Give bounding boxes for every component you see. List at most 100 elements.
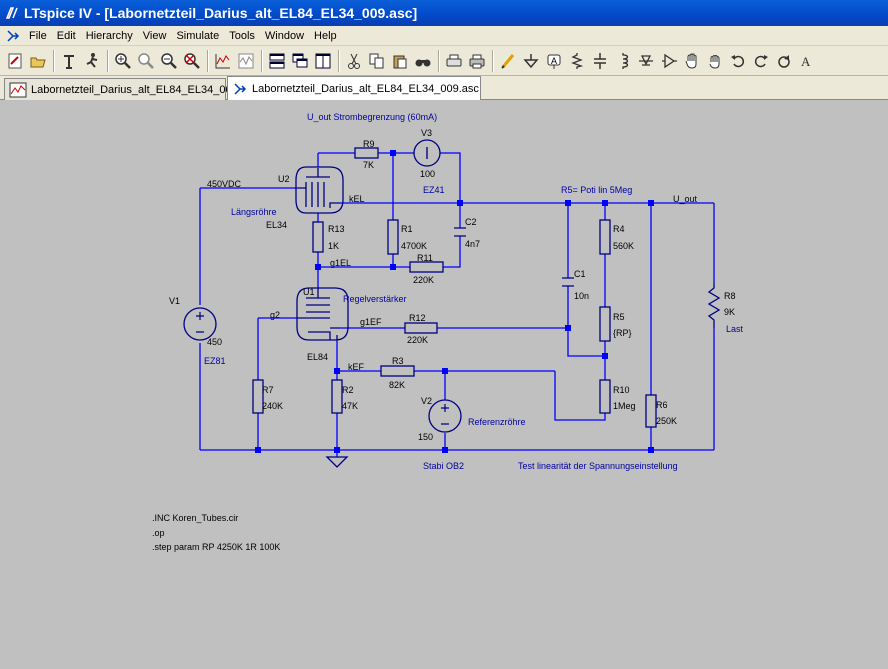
menu-edit[interactable]: Edit xyxy=(56,29,76,42)
spice-directive[interactable]: .op xyxy=(152,528,165,538)
label-c1-val: 10n xyxy=(574,291,590,301)
label-c1-name: C1 xyxy=(574,269,586,279)
cascade-icon[interactable] xyxy=(289,50,311,72)
spice-directive[interactable]: .INC Koren_Tubes.cir xyxy=(152,513,239,523)
print-preview-icon[interactable] xyxy=(443,50,465,72)
find-icon[interactable] xyxy=(412,50,434,72)
paste-icon[interactable] xyxy=(389,50,411,72)
menu-help[interactable]: Help xyxy=(314,29,337,42)
move-icon[interactable] xyxy=(681,50,703,72)
resistor-r4 xyxy=(599,219,611,255)
toolbar-separator xyxy=(492,49,494,72)
capacitor-icon[interactable] xyxy=(589,50,611,72)
resistor-r12 xyxy=(404,322,438,334)
menu-window[interactable]: Window xyxy=(264,29,305,42)
new-schematic-icon[interactable] xyxy=(4,50,26,72)
toolbar-separator xyxy=(53,49,55,72)
label-r4-val: 560K xyxy=(613,241,635,251)
tab-waveform-raw[interactable]: Labornetzteil_Darius_alt_EL84_EL34_009.r… xyxy=(4,78,259,100)
autorange-icon[interactable] xyxy=(212,50,234,72)
label-r11-name: R11 xyxy=(417,253,433,263)
menu-simulate[interactable]: Simulate xyxy=(176,29,220,42)
zoom-fit-icon[interactable] xyxy=(181,50,203,72)
component-icon[interactable] xyxy=(658,50,680,72)
label-v1-comment: EZ81 xyxy=(204,356,226,366)
print-icon[interactable] xyxy=(466,50,488,72)
label-c2-name: C2 xyxy=(465,217,477,227)
voltage-source-v3 xyxy=(413,139,441,167)
label-v2-name: V2 xyxy=(421,396,433,406)
voltage-source-v1 xyxy=(183,307,217,341)
menu-hierarchy[interactable]: Hierarchy xyxy=(85,29,133,42)
menu-tools[interactable]: Tools xyxy=(229,29,255,42)
toolbar-separator xyxy=(107,49,109,72)
zoom-pan-icon[interactable] xyxy=(135,50,157,72)
draw-wire-icon[interactable] xyxy=(497,50,519,72)
label-g1el: g1EL xyxy=(330,258,352,268)
label-u2-comment: Längsröhre xyxy=(231,207,277,217)
rotate-icon[interactable] xyxy=(773,50,795,72)
label-kel: kEL xyxy=(349,194,365,204)
resistor-icon[interactable] xyxy=(566,50,588,72)
resistor-r13 xyxy=(312,221,324,253)
window-title: LTspice IV - [Labornetzteil_Darius_alt_E… xyxy=(24,5,418,21)
text-icon[interactable]: A xyxy=(796,50,818,72)
label-r13-val: 1K xyxy=(328,241,340,251)
label-r1-val: 4700K xyxy=(401,241,428,251)
document-tab-bar: Labornetzteil_Darius_alt_EL84_EL34_009.r… xyxy=(0,76,888,100)
control-panel-icon[interactable] xyxy=(58,50,80,72)
label-g2: g2 xyxy=(270,310,281,320)
label-r9-val: 7K xyxy=(363,160,375,170)
label-r2-val: 47K xyxy=(342,401,359,411)
resistor-r9 xyxy=(354,147,379,159)
label-g1ef: g1EF xyxy=(360,317,382,327)
run-icon[interactable] xyxy=(81,50,103,72)
resistor-r10 xyxy=(599,379,611,414)
schematic-doc-icon[interactable] xyxy=(4,27,22,45)
tile-icon[interactable] xyxy=(312,50,334,72)
label-v2-comment: Referenzröhre xyxy=(468,417,526,427)
label-v1-val: 450 xyxy=(207,337,223,347)
tab-schematic-asc[interactable]: Labornetzteil_Darius_alt_EL84_EL34_009.a… xyxy=(227,76,481,100)
label-v3-val: 100 xyxy=(420,169,436,179)
label-r6-name: R6 xyxy=(656,400,668,410)
capacitor-c1 xyxy=(562,277,574,287)
label-v3-name: V3 xyxy=(421,128,433,138)
label-u1-name: U1 xyxy=(303,287,315,297)
label-u2-model: EL34 xyxy=(266,220,288,230)
inductor-icon[interactable] xyxy=(612,50,634,72)
label-v1-name: V1 xyxy=(169,296,181,306)
label-r8-comment: Last xyxy=(726,324,744,334)
waveform-icon[interactable] xyxy=(235,50,257,72)
copy-icon[interactable] xyxy=(366,50,388,72)
label-u1-model: EL84 xyxy=(307,352,329,362)
zoom-out-icon[interactable] xyxy=(158,50,180,72)
drag-icon[interactable] xyxy=(704,50,726,72)
label-r11-val: 220K xyxy=(413,275,435,285)
capacitor-c2 xyxy=(454,227,466,237)
tile-horizontal-icon[interactable] xyxy=(266,50,288,72)
menu-file[interactable]: File xyxy=(29,29,47,42)
menu-view[interactable]: View xyxy=(142,29,167,42)
diode-icon[interactable] xyxy=(635,50,657,72)
zoom-in-icon[interactable] xyxy=(112,50,134,72)
schematic-canvas[interactable]: U_out Strombegrenzung (60mA) R9 7K V3 10… xyxy=(0,100,888,669)
resistor-r6 xyxy=(645,394,657,428)
ground-icon[interactable] xyxy=(520,50,542,72)
undo-icon[interactable] xyxy=(727,50,749,72)
title-bar: LTspice IV - [Labornetzteil_Darius_alt_E… xyxy=(0,0,888,26)
label-kef: kEF xyxy=(348,362,365,372)
label-net-icon[interactable]: A xyxy=(543,50,565,72)
open-icon[interactable] xyxy=(27,50,49,72)
label-u-out: U_out xyxy=(673,194,698,204)
label-u2-name: U2 xyxy=(278,174,290,184)
label-vdc: 450VDC xyxy=(207,179,242,189)
toolbar-separator xyxy=(338,49,340,72)
ltspice-logo-icon xyxy=(4,5,20,21)
resistor-r5 xyxy=(599,306,611,342)
cut-icon[interactable] xyxy=(343,50,365,72)
label-r5-val: {RP} xyxy=(613,328,632,338)
tab-label: Labornetzteil_Darius_alt_EL84_EL34_009.r… xyxy=(31,83,259,96)
redo-icon[interactable] xyxy=(750,50,772,72)
spice-directive[interactable]: .step param RP 4250K 1R 100K xyxy=(152,542,281,552)
